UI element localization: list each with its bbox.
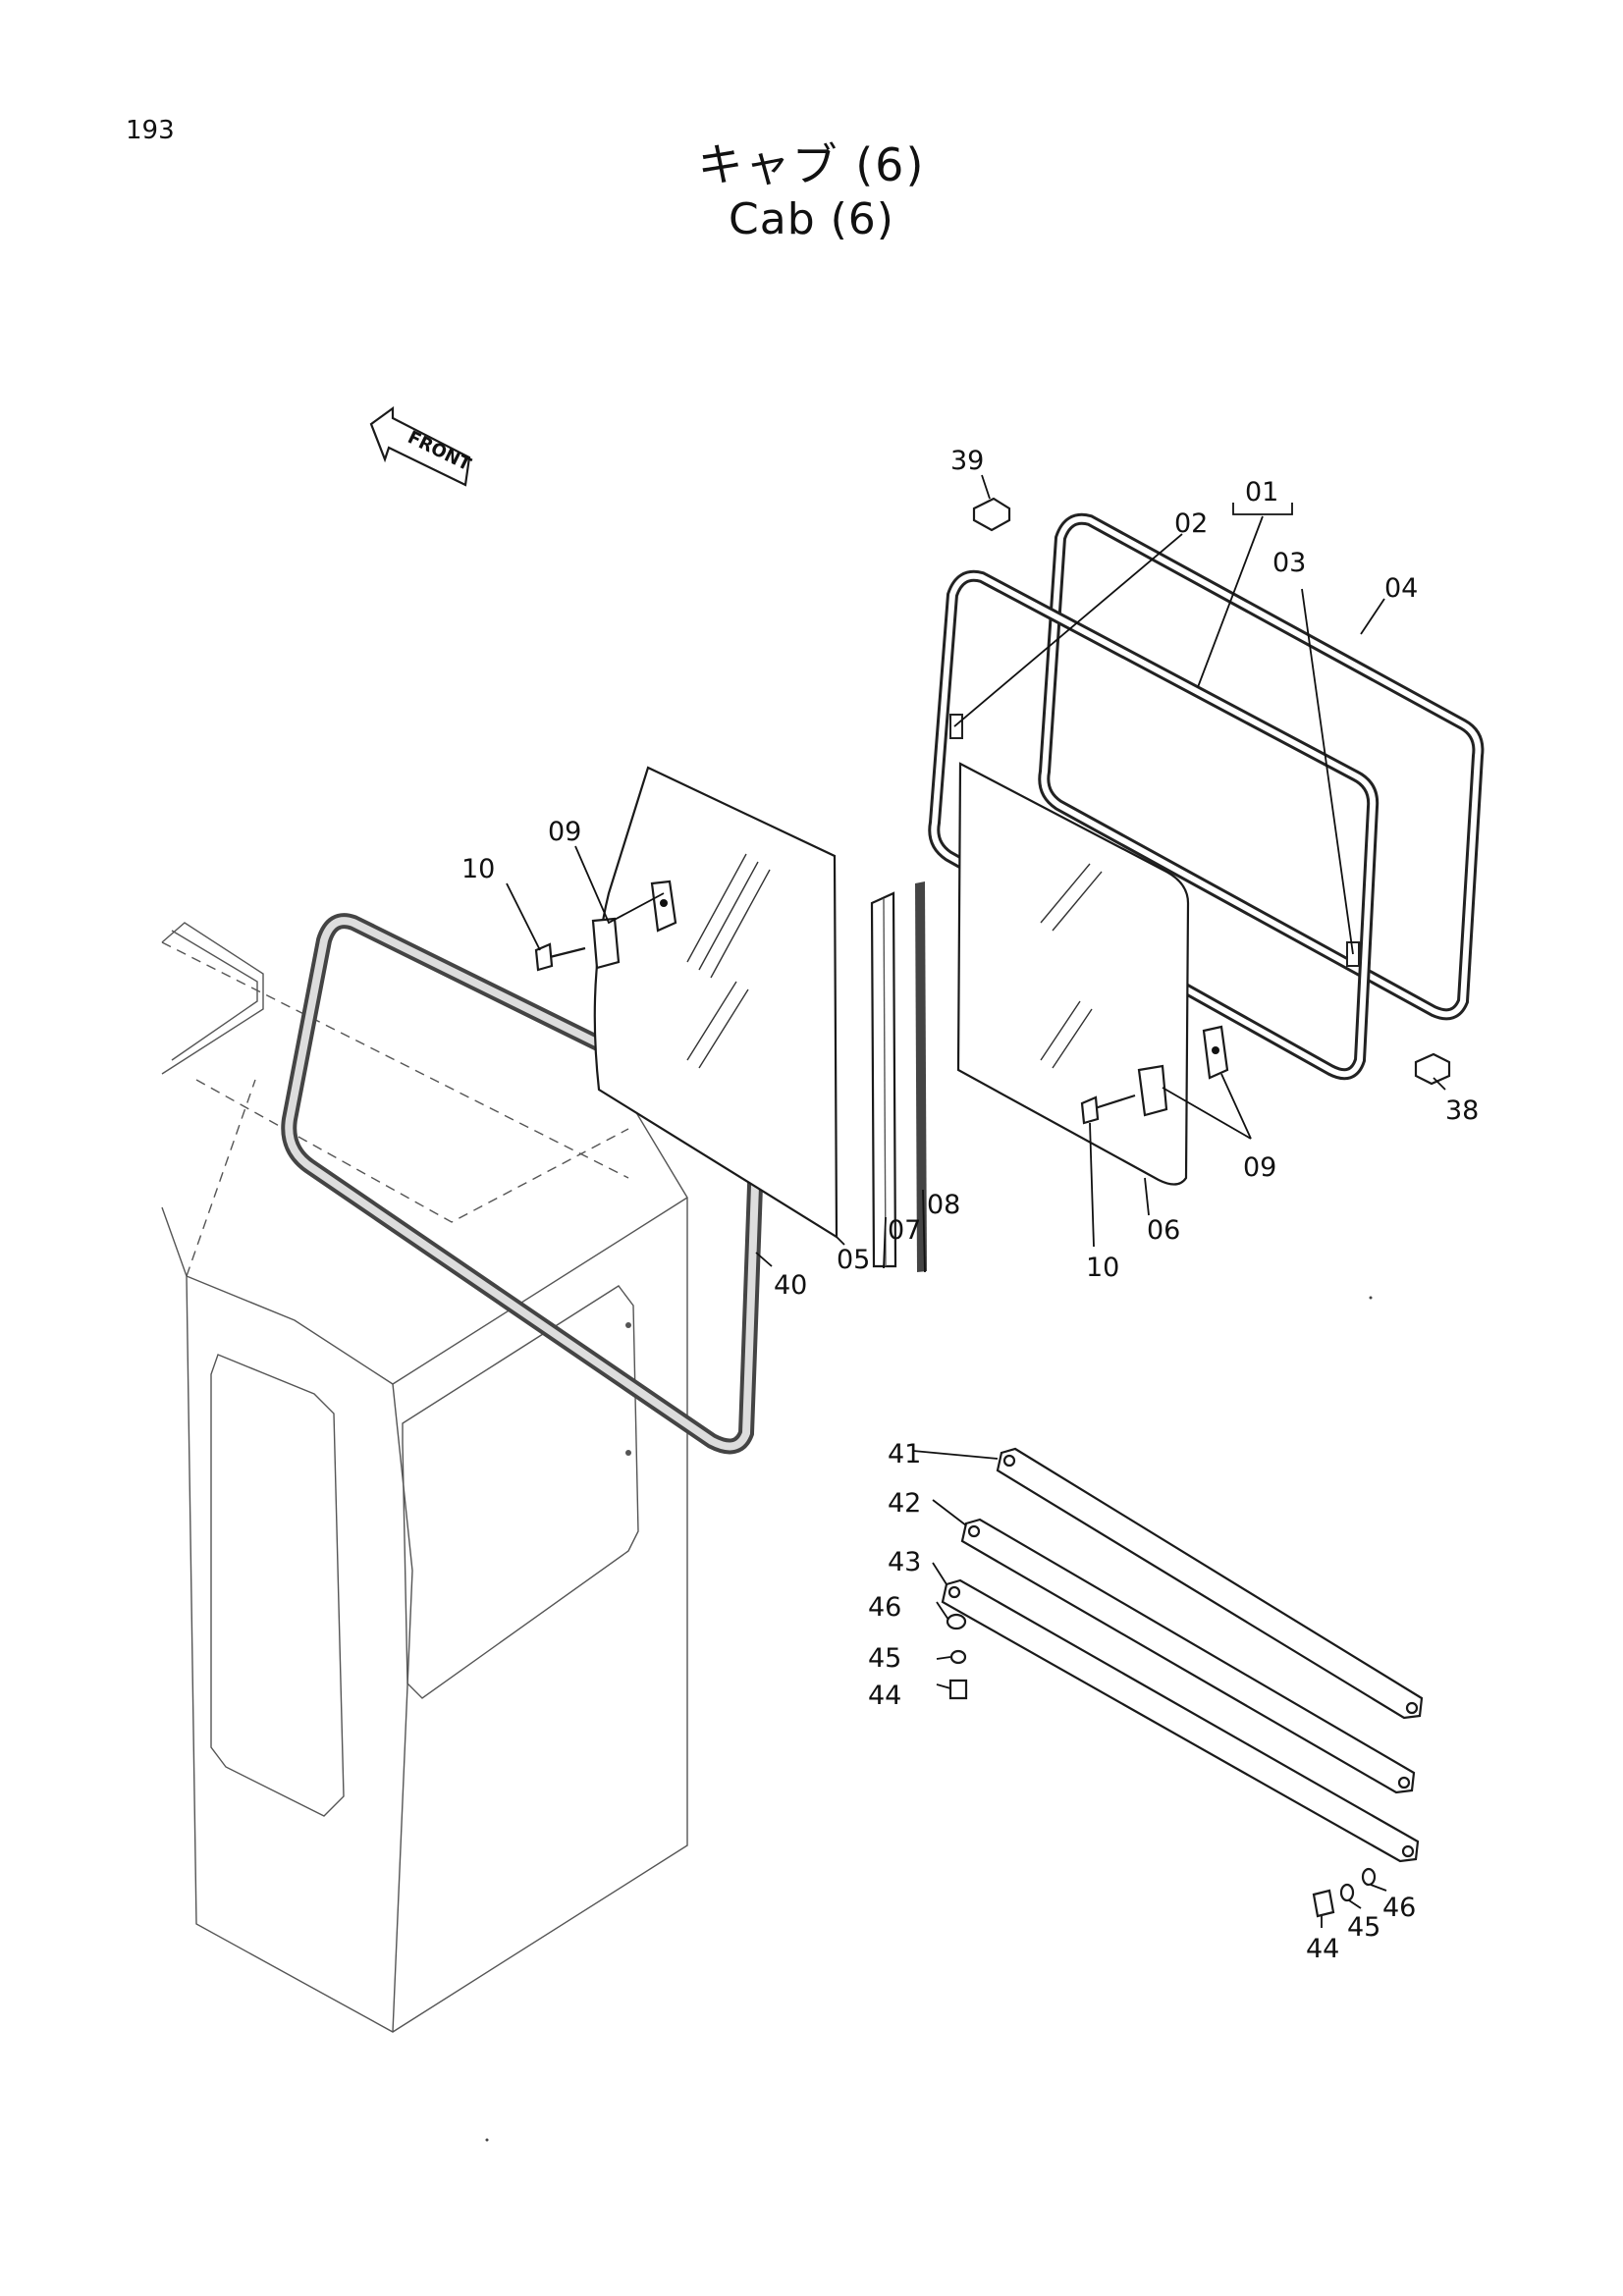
part-05-glass <box>593 766 839 1239</box>
part-01-04-frames <box>928 512 1485 1081</box>
label-43: 43 <box>888 1547 921 1577</box>
label-46-right: 46 <box>1382 1893 1416 1923</box>
fastener-set-left <box>946 1613 968 1700</box>
part-labels: 01 02 03 04 05 06 07 08 09 09 10 10 38 3… <box>461 446 1479 1964</box>
fastener-set-right <box>1312 1867 1377 1918</box>
label-46-left: 46 <box>868 1592 901 1623</box>
part-07-channel <box>870 891 897 1268</box>
part-06-sliding-glass <box>956 762 1190 1186</box>
label-06: 06 <box>1147 1215 1180 1246</box>
page-title-japanese: キャブ (6) <box>697 138 926 191</box>
leader-lines <box>506 474 1446 1928</box>
label-41: 41 <box>888 1439 921 1469</box>
label-09-left: 09 <box>548 817 581 847</box>
label-44-right: 44 <box>1306 1934 1339 1964</box>
label-09-right: 09 <box>1243 1152 1276 1183</box>
label-02: 02 <box>1174 508 1208 539</box>
cab-body <box>161 922 688 2033</box>
stray-dot <box>485 2138 489 2142</box>
label-39: 39 <box>950 446 984 476</box>
label-08: 08 <box>927 1190 960 1220</box>
label-05: 05 <box>837 1245 870 1275</box>
label-45-right: 45 <box>1347 1912 1380 1943</box>
label-44-left: 44 <box>868 1681 901 1711</box>
page-title-english: Cab (6) <box>729 194 894 244</box>
latch-hardware-left <box>534 880 677 972</box>
stray-dot <box>1369 1296 1373 1300</box>
label-45-left: 45 <box>868 1643 901 1674</box>
label-40: 40 <box>774 1270 807 1301</box>
part-41-43-stays <box>941 1447 1424 1863</box>
part-38-block <box>1414 1052 1451 1086</box>
part-39-block <box>972 497 1011 532</box>
label-10-right: 10 <box>1086 1253 1119 1283</box>
label-10-left: 10 <box>461 854 495 884</box>
front-arrow: FRONT <box>369 405 475 487</box>
label-38: 38 <box>1445 1095 1479 1126</box>
part-08-strip <box>915 881 927 1272</box>
label-04: 04 <box>1384 573 1418 604</box>
label-03: 03 <box>1272 548 1306 578</box>
label-42: 42 <box>888 1488 921 1519</box>
front-arrow-text: FRONT <box>405 427 475 475</box>
page-number: 193 <box>126 116 175 145</box>
label-01: 01 <box>1245 477 1278 507</box>
label-07: 07 <box>888 1215 921 1246</box>
latch-hardware-right <box>1080 1025 1229 1125</box>
